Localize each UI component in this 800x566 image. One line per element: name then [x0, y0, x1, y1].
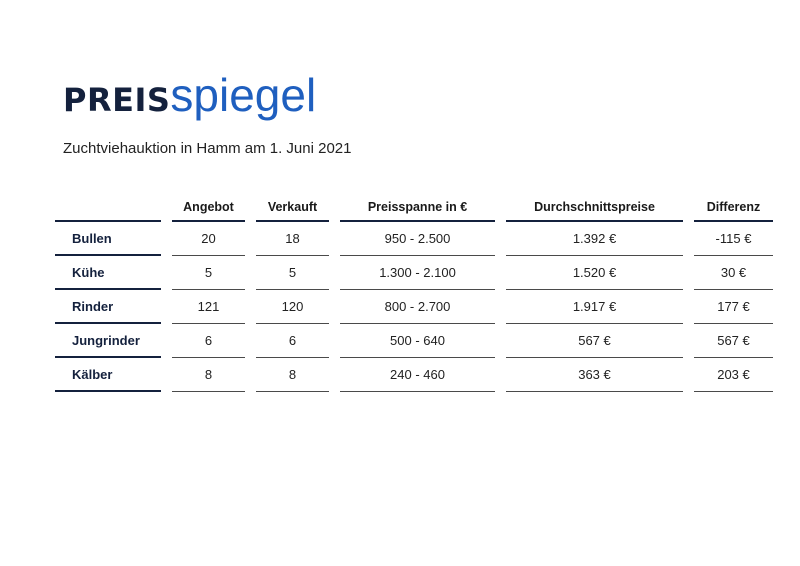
cell-angebot: 121: [172, 290, 245, 324]
cell-durchschnitt: 363 €: [506, 358, 683, 392]
cell-durchschnitt: 567 €: [506, 324, 683, 358]
cell-durchschnitt: 1.917 €: [506, 290, 683, 324]
cell-preisspanne: 500 - 640: [340, 324, 495, 358]
row-label: Rinder: [55, 290, 161, 324]
table-row: Bullen 20 18 950 - 2.500 1.392 € -115 €: [55, 222, 773, 256]
column-header-preisspanne: Preisspanne in €: [340, 193, 495, 222]
cell-differenz: -115 €: [694, 222, 773, 256]
cell-differenz: 30 €: [694, 256, 773, 290]
cell-differenz: 177 €: [694, 290, 773, 324]
cell-angebot: 5: [172, 256, 245, 290]
cell-verkauft: 6: [256, 324, 329, 358]
cell-angebot: 20: [172, 222, 245, 256]
cell-verkauft: 120: [256, 290, 329, 324]
cell-durchschnitt: 1.520 €: [506, 256, 683, 290]
table-row: Kälber 8 8 240 - 460 363 € 203 €: [55, 358, 773, 392]
row-label: Jungrinder: [55, 324, 161, 358]
row-label: Kühe: [55, 256, 161, 290]
column-header-blank: [55, 193, 161, 222]
row-label: Bullen: [55, 222, 161, 256]
table-row: Kühe 5 5 1.300 - 2.100 1.520 € 30 €: [55, 256, 773, 290]
price-table: Angebot Verkauft Preisspanne in € Durchs…: [44, 193, 784, 392]
column-header-durchschnittspreise: Durchschnittspreise: [506, 193, 683, 222]
column-header-angebot: Angebot: [172, 193, 245, 222]
cell-verkauft: 8: [256, 358, 329, 392]
cell-preisspanne: 240 - 460: [340, 358, 495, 392]
page-subtitle: Zuchtviehauktion in Hamm am 1. Juni 2021: [63, 140, 352, 157]
cell-preisspanne: 800 - 2.700: [340, 290, 495, 324]
logo: PREISspiegel: [63, 72, 316, 122]
column-header-differenz: Differenz: [694, 193, 773, 222]
cell-differenz: 203 €: [694, 358, 773, 392]
cell-differenz: 567 €: [694, 324, 773, 358]
cell-verkauft: 5: [256, 256, 329, 290]
table-row: Rinder 121 120 800 - 2.700 1.917 € 177 €: [55, 290, 773, 324]
cell-verkauft: 18: [256, 222, 329, 256]
cell-durchschnitt: 1.392 €: [506, 222, 683, 256]
table-header-row: Angebot Verkauft Preisspanne in € Durchs…: [55, 193, 773, 222]
logo-bold-text: PREIS: [63, 81, 171, 119]
cell-angebot: 6: [172, 324, 245, 358]
table-row: Jungrinder 6 6 500 - 640 567 € 567 €: [55, 324, 773, 358]
column-header-verkauft: Verkauft: [256, 193, 329, 222]
logo-light-text: spiegel: [170, 69, 317, 121]
cell-angebot: 8: [172, 358, 245, 392]
cell-preisspanne: 1.300 - 2.100: [340, 256, 495, 290]
cell-preisspanne: 950 - 2.500: [340, 222, 495, 256]
row-label: Kälber: [55, 358, 161, 392]
